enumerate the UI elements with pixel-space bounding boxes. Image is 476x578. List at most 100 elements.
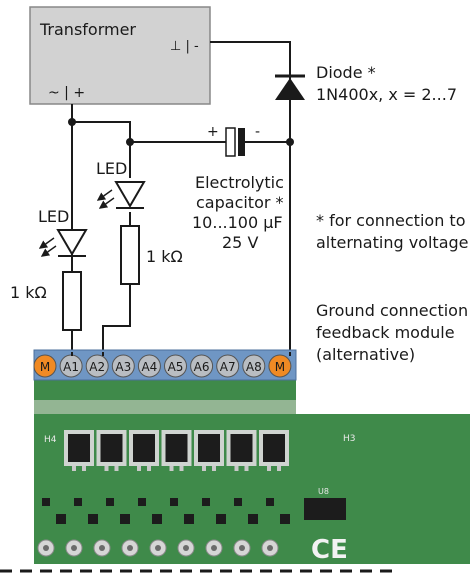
optocoupler	[64, 430, 94, 471]
terminal-m-right: M	[268, 354, 292, 378]
terminal-label: A8	[246, 360, 262, 374]
optocoupler-pin	[179, 466, 184, 471]
smd-transistor	[216, 514, 226, 524]
terminal-a1: A1	[59, 354, 83, 378]
board-label-h3: H3	[343, 434, 356, 444]
terminal-wire-ends	[71, 352, 291, 356]
smd-transistor	[120, 514, 130, 524]
ground-line1: Ground connection	[316, 301, 468, 320]
capacitor-label-line2: capacitor *	[196, 193, 284, 212]
terminal-screw	[85, 354, 109, 378]
optocoupler	[194, 430, 224, 471]
pad-hole	[267, 545, 273, 551]
capacitor-label-line3: 10...100 µF	[192, 213, 283, 232]
pad-hole	[43, 545, 49, 551]
optocoupler-chip	[68, 434, 90, 462]
capacitor-label-line1: Electrolytic	[195, 173, 284, 192]
terminal-label: A1	[63, 360, 79, 374]
capacitor-symbol	[225, 127, 245, 157]
terminal-screw	[137, 354, 161, 378]
terminal-a5: A5	[164, 354, 187, 378]
terminal-label: M	[40, 360, 50, 374]
terminal-label: A4	[141, 360, 157, 374]
ground-line3: (alternative)	[316, 345, 415, 364]
junction-dot	[68, 118, 76, 126]
pad-hole	[127, 545, 133, 551]
led2-light-arrow	[96, 189, 113, 201]
note-line1: * for connection to	[316, 211, 465, 230]
diode-label-line2: 1N400x, x = 2...7	[316, 85, 457, 104]
smd-resistor	[74, 498, 82, 506]
bottom-strip	[0, 564, 476, 574]
terminal-label: A7	[220, 360, 236, 374]
terminal-label: M	[275, 360, 285, 374]
smd-transistor	[280, 514, 290, 524]
transformer: Transformer ⊥ | - ~ | +	[29, 6, 211, 105]
pad-hole	[239, 545, 245, 551]
capacitor-plate-positive	[225, 127, 236, 157]
optocoupler-pin	[114, 466, 119, 471]
optocoupler-pin	[234, 466, 239, 471]
junction-dot	[286, 138, 294, 146]
smd-transistor	[56, 514, 66, 524]
smd-resistor	[234, 498, 242, 506]
terminal-a2: A2	[85, 354, 109, 378]
pcb-notch	[296, 378, 470, 414]
wire-to-a2	[102, 284, 131, 352]
optocoupler	[226, 430, 257, 471]
smd-row	[42, 498, 290, 524]
terminal-label: A6	[194, 360, 210, 374]
bottom-pads	[37, 539, 279, 557]
smd-transistor	[152, 514, 162, 524]
pad-hole	[211, 545, 217, 551]
led1-light-arrow	[40, 245, 57, 257]
feedback-module-board: H4 H3 U8 CE	[34, 378, 470, 568]
optocoupler-chip	[198, 434, 220, 462]
optocoupler-pin	[72, 466, 76, 471]
pad-hole	[99, 545, 105, 551]
led1-symbol	[38, 229, 88, 257]
led2-light-arrow	[98, 197, 115, 209]
led2-triangle	[114, 181, 146, 208]
wire-led2-top	[72, 121, 131, 142]
transformer-title: Transformer	[39, 20, 136, 39]
junctions	[68, 118, 294, 146]
pcb-silk-strip	[34, 400, 296, 414]
wire-return-rail	[210, 41, 291, 352]
terminal-screw	[216, 354, 240, 378]
capacitor-plus: +	[207, 124, 219, 140]
optocoupler-chip	[263, 434, 285, 462]
optocoupler-pin	[267, 466, 271, 471]
terminal-a4: A4	[137, 354, 161, 378]
pad-hole	[183, 545, 189, 551]
smd-resistor	[42, 498, 50, 506]
optocoupler-pin	[137, 466, 141, 471]
note-line2: alternating voltage	[316, 233, 469, 252]
capacitor-label-line4: 25 V	[222, 233, 258, 252]
led2-symbol	[96, 181, 146, 209]
terminal-a7: A7	[216, 354, 240, 378]
transformer-output-negative: ⊥ | -	[170, 39, 199, 54]
ce-area	[304, 524, 362, 568]
optocoupler-pin	[212, 466, 216, 471]
diode-triangle	[275, 78, 305, 100]
capacitor-plate-negative	[238, 128, 245, 156]
optocoupler-pin	[147, 466, 151, 471]
transformer-box	[29, 6, 211, 105]
optocoupler-pin	[244, 466, 249, 471]
optocoupler-row	[64, 430, 289, 471]
terminal-label: A5	[168, 360, 184, 374]
terminal-label: A2	[89, 360, 105, 374]
board-label-h4: H4	[44, 435, 57, 445]
resistor2	[120, 225, 140, 285]
terminal-screw	[268, 354, 292, 378]
optocoupler-pin	[202, 466, 206, 471]
optocoupler	[259, 430, 289, 471]
smd-resistor	[266, 498, 274, 506]
optocoupler-chip	[165, 434, 188, 462]
terminal-screw	[242, 354, 266, 378]
terminal-screw	[164, 354, 187, 378]
